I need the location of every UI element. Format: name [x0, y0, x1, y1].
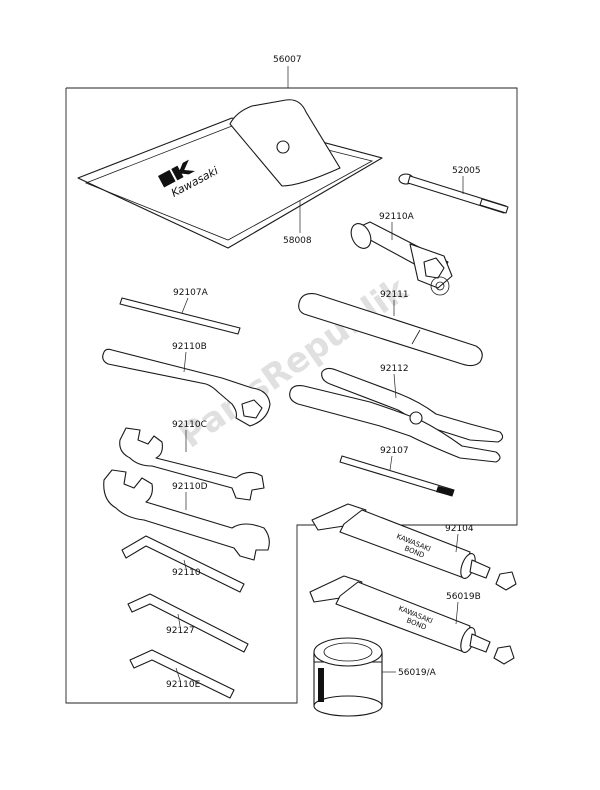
label-92107: 92107 — [380, 446, 409, 456]
leader-92107A — [181, 297, 189, 314]
plug-wrench-hex — [241, 399, 263, 419]
hex-key-92110E-body — [129, 649, 235, 699]
grease-can — [313, 637, 383, 717]
socket-hex — [423, 257, 445, 279]
pouch-snap — [276, 140, 290, 154]
plug-wrench-body — [102, 348, 271, 427]
pliers-pivot — [409, 411, 423, 425]
tube1-body — [339, 509, 471, 579]
leader-56019B — [455, 601, 459, 625]
kit-number-label: 56007 — [273, 55, 302, 65]
label-92127: 92127 — [166, 626, 195, 636]
leader-92112 — [393, 373, 397, 399]
hex-key-92110 — [121, 535, 245, 593]
wrench-d — [103, 469, 270, 561]
screwdriver-blade-a — [119, 297, 241, 335]
pouch-body — [77, 117, 383, 249]
wrench-d-body — [103, 469, 270, 561]
leader-92127 — [177, 613, 181, 627]
label-92110D: 92110D — [172, 482, 208, 492]
label-92112: 92112 — [380, 364, 409, 374]
leader-92104 — [455, 533, 459, 553]
label-92111: 92111 — [380, 290, 409, 300]
can-lid-inner — [323, 642, 373, 662]
label-92107A: 92107A — [173, 288, 209, 298]
hex-key-92127-body — [127, 593, 249, 653]
screwdriver-blade — [339, 455, 455, 497]
label-92110E: 92110E — [166, 680, 201, 690]
tube1-cap — [495, 571, 517, 591]
pouch-stitch — [84, 125, 374, 241]
screwdriver-handle — [298, 293, 483, 367]
hex-key-92127 — [127, 593, 249, 653]
plug-wrench — [102, 348, 271, 427]
tool-pouch: Kawasaki — [77, 99, 383, 249]
leader-92110 — [183, 559, 187, 569]
can-shadow — [318, 668, 324, 702]
screwdriver-shaft — [398, 173, 509, 214]
leader-92110B — [183, 351, 187, 373]
label-92110C: 92110C — [172, 420, 207, 430]
gear-icon-hub — [435, 281, 445, 291]
kit-frame — [65, 87, 518, 704]
label-92104: 92104 — [445, 524, 474, 534]
pliers — [289, 367, 504, 463]
leader-92110E — [175, 667, 181, 681]
leader-92107 — [389, 455, 393, 471]
handle-body — [298, 293, 483, 367]
can-bottom — [313, 695, 383, 717]
can-lid — [313, 637, 383, 667]
hex-key-92110E — [129, 649, 235, 699]
pliers-handle-lower — [289, 385, 501, 463]
label-92110: 92110 — [172, 568, 201, 578]
tube2-nozzle — [469, 633, 491, 653]
wrench-c — [119, 427, 265, 501]
hex-key-92110-body — [121, 535, 245, 593]
logo-k-mark — [171, 159, 196, 181]
gear-icon-ring — [430, 276, 450, 296]
socket-end-small — [350, 223, 372, 249]
bond-tube-92104: KAWASAKI BOND — [311, 503, 517, 591]
tube2-cap — [493, 645, 515, 665]
gear-icon — [430, 276, 450, 296]
tube1-nozzle — [469, 559, 491, 579]
label-52005: 52005 — [452, 166, 481, 176]
logo-block-left — [158, 169, 176, 188]
pliers-handle-upper — [321, 367, 504, 443]
bond-tube-56019B: KAWASAKI BOND — [309, 575, 515, 665]
blade-tip — [436, 486, 454, 496]
label-56019A: 56019/A — [398, 668, 437, 678]
shaft-bit-end — [479, 198, 509, 214]
label-92110B: 92110B — [172, 342, 207, 352]
label-56019B: 56019B — [446, 592, 481, 602]
label-92110A: 92110A — [379, 212, 415, 222]
wrench-c-body — [119, 427, 265, 501]
label-58008: 58008 — [283, 236, 312, 246]
blade-a-body — [119, 297, 241, 335]
handle-line — [411, 329, 421, 345]
